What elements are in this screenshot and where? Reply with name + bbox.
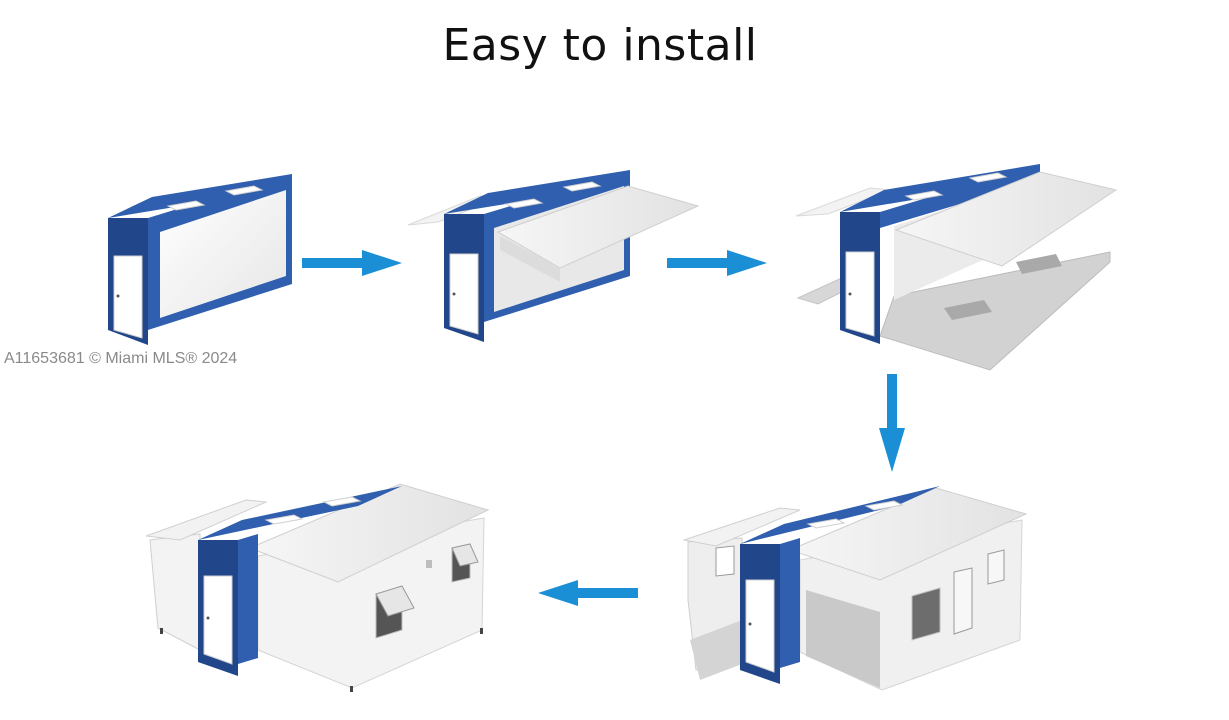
floor-opening xyxy=(944,300,992,320)
vent xyxy=(426,560,432,568)
step-1-closed-container xyxy=(108,174,292,345)
container-top xyxy=(108,174,292,218)
step-5-fully-expanded-house xyxy=(145,483,490,692)
arrow-down xyxy=(879,374,905,472)
skylight xyxy=(968,172,1008,183)
container-top xyxy=(740,486,940,544)
skylight xyxy=(166,200,206,211)
skylight xyxy=(264,514,304,525)
container-side-frame xyxy=(780,538,800,668)
step-3-roof-and-floor-unfolded xyxy=(795,164,1118,371)
arrow-right-1 xyxy=(302,250,402,276)
skylight xyxy=(806,518,846,529)
container-side-frame xyxy=(880,164,1040,228)
roof-panel xyxy=(788,487,1028,581)
door-side xyxy=(953,567,973,635)
roof-flap-left xyxy=(682,507,801,547)
skylight xyxy=(224,185,264,196)
door-handle xyxy=(206,616,210,620)
container-side-frame xyxy=(238,534,258,664)
arrow-right-2 xyxy=(667,250,767,276)
step-4-walls-partially-raised xyxy=(682,486,1028,691)
window-awning xyxy=(375,585,415,617)
roof-panel-unfolding xyxy=(496,185,700,269)
skylight xyxy=(904,190,944,201)
wall-panel xyxy=(500,236,560,282)
step-2-roof-unfolding xyxy=(407,170,700,342)
door xyxy=(449,253,479,335)
container-top xyxy=(444,170,630,214)
window xyxy=(715,545,735,577)
arrow-left xyxy=(538,580,638,606)
open-room-interior xyxy=(806,590,880,688)
door xyxy=(845,251,875,337)
floor-flap-left xyxy=(796,275,847,305)
window xyxy=(987,549,1005,585)
door xyxy=(745,579,775,673)
watermark: A11653681 © Miami MLS® 2024 xyxy=(4,350,238,367)
skylight xyxy=(322,496,362,507)
left-wing-wall xyxy=(149,533,201,651)
door-handle xyxy=(452,292,456,296)
roof-panel xyxy=(894,171,1118,267)
left-floor xyxy=(690,620,742,680)
page-title: Easy to install xyxy=(442,20,758,71)
roof-flap-left xyxy=(145,499,268,541)
skylight xyxy=(864,500,904,511)
door-handle xyxy=(748,622,752,626)
container-side-panel xyxy=(160,190,286,318)
skylight xyxy=(504,198,544,209)
door xyxy=(113,255,143,339)
window xyxy=(911,587,941,641)
door-handle xyxy=(116,294,120,298)
window-awning xyxy=(451,543,479,567)
door-handle xyxy=(848,292,852,296)
skylight xyxy=(562,181,602,192)
floor-opening xyxy=(1016,254,1062,274)
door xyxy=(203,575,233,665)
floor-panel xyxy=(879,251,1111,371)
